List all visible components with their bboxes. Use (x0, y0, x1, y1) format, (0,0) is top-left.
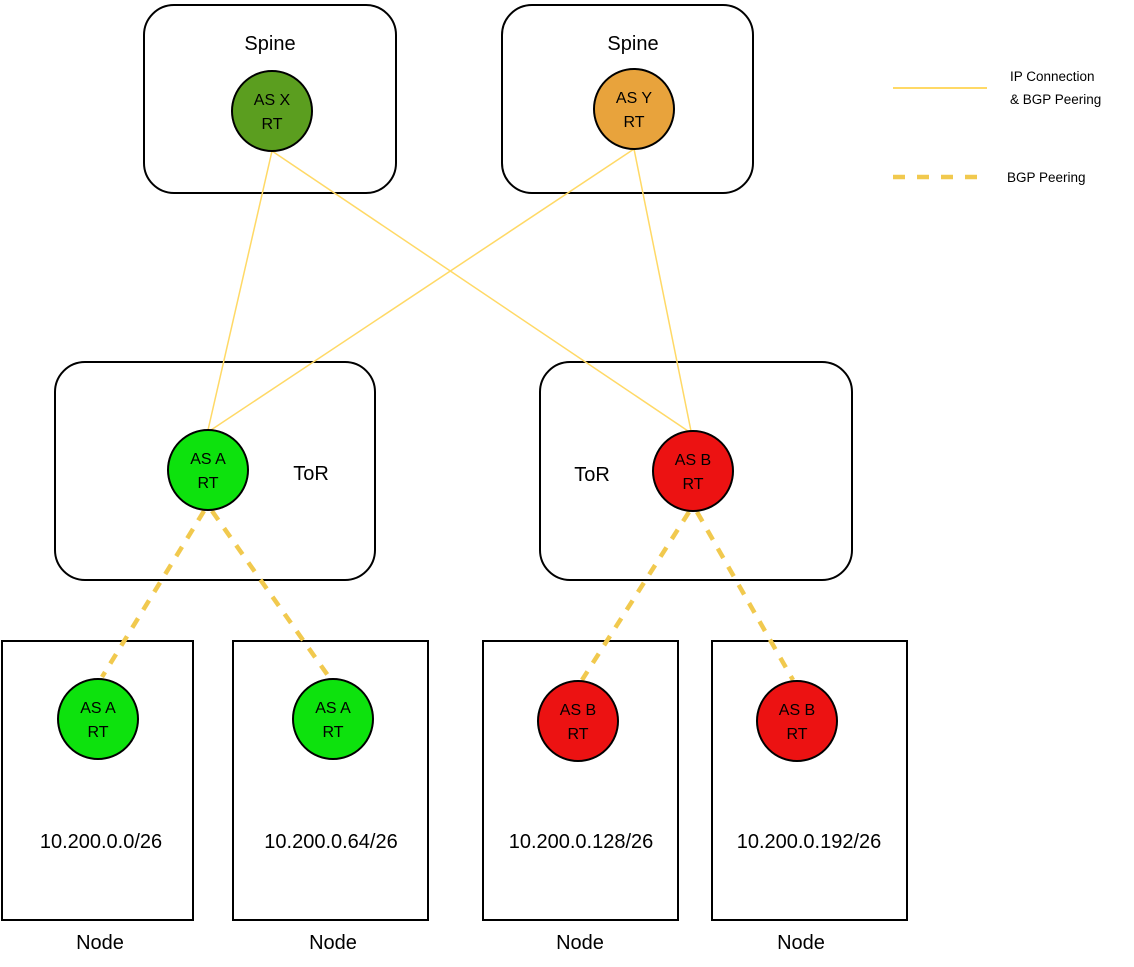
link-tor-a-node-2 (210, 509, 331, 679)
router-node-2-label-line1: AS A (315, 700, 351, 717)
router-as-y-circle (593, 68, 675, 150)
router-node-3-label-line1: AS B (560, 702, 596, 719)
router-as-x-circle (231, 70, 313, 152)
node-4-caption: Node (777, 932, 825, 954)
node-3-subnet: 10.200.0.128/26 (509, 831, 654, 853)
router-node-4-label-line1: AS B (779, 702, 815, 719)
link-spine-x-tor-a (207, 150, 273, 431)
router-node-4-circle (756, 680, 838, 762)
spine-right-label: Spine (607, 33, 658, 55)
router-as-y-label-line2: RT (623, 114, 644, 131)
legend: IP Connection & BGP Peering BGP Peering (893, 69, 1101, 185)
tor-right-label: ToR (574, 464, 610, 486)
legend-solid-label-line2: & BGP Peering (1010, 92, 1101, 107)
link-spine-y-tor-b (633, 148, 692, 432)
tor-left-label: ToR (293, 463, 329, 485)
router-tor-as-a-circle (167, 429, 249, 511)
router-tor-as-b-label-line1: AS B (675, 452, 711, 469)
router-node-3-circle (537, 680, 619, 762)
link-spine-y-tor-a (210, 148, 635, 431)
router-as-y-label-line1: AS Y (616, 90, 653, 107)
node-2-caption: Node (309, 932, 357, 954)
router-tor-as-b-label-line2: RT (682, 476, 703, 493)
router-node-4-label-line2: RT (786, 726, 807, 743)
spine-left-label: Spine (244, 33, 295, 55)
router-node-1-label-line2: RT (87, 724, 108, 741)
node-2-subnet: 10.200.0.64/26 (264, 831, 397, 853)
router-node-1-label-line1: AS A (80, 700, 116, 717)
router-as-x-label-line1: AS X (254, 92, 291, 109)
router-node-3-label-line2: RT (567, 726, 588, 743)
node-1-caption: Node (76, 932, 124, 954)
router-node-2-label-line2: RT (322, 724, 343, 741)
router-tor-as-a-label-line1: AS A (190, 451, 226, 468)
legend-solid-label-line1: IP Connection (1010, 69, 1095, 84)
node-3-caption: Node (556, 932, 604, 954)
link-spine-x-tor-b (271, 150, 689, 432)
router-tor-as-a-label-line2: RT (197, 475, 218, 492)
node-4-subnet: 10.200.0.192/26 (737, 831, 882, 853)
router-node-2-circle (292, 678, 374, 760)
router-as-x-label-line2: RT (261, 116, 282, 133)
legend-dashed-label: BGP Peering (1007, 170, 1086, 185)
router-node-1-circle (57, 678, 139, 760)
node-1-subnet: 10.200.0.0/26 (40, 831, 162, 853)
router-tor-as-b-circle (652, 430, 734, 512)
